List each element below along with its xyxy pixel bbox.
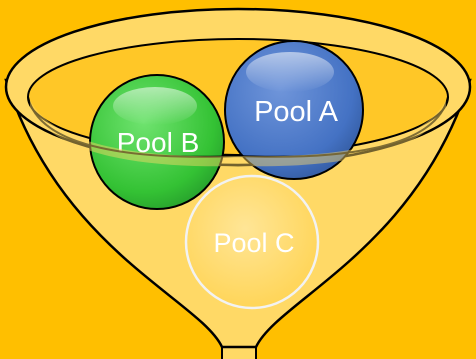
pool-a-highlight [246,52,334,92]
pool-a: Pool A [224,40,364,180]
pool-a-label: Pool A [254,96,338,128]
funnel-rim-front [27,96,449,158]
pool-b-highlight [113,87,197,125]
pool-c-sphere [184,174,320,310]
pool-c: Pool C [184,174,320,310]
pool-b: Pool B [89,74,225,210]
pool-c-label: Pool C [213,228,294,258]
